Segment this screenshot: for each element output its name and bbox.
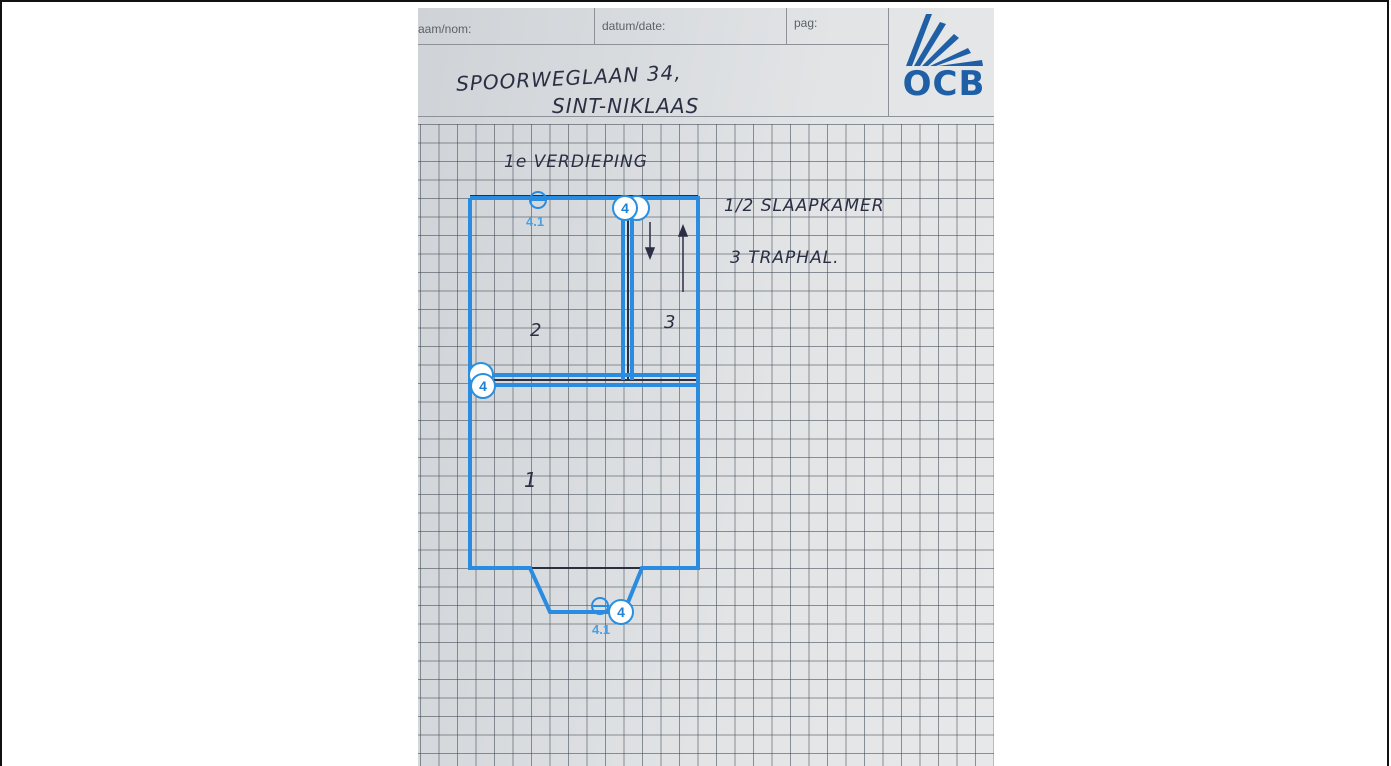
point-label-bottom: 4.1 — [592, 622, 611, 637]
paper-header: aam/nom: datum/date: pag: OCB — [418, 8, 994, 120]
header-divider — [418, 116, 994, 117]
header-divider — [888, 8, 889, 116]
page-label: pag: — [794, 16, 818, 30]
floor-outline — [468, 196, 700, 614]
marker-badge-left[interactable]: 4 — [470, 373, 496, 399]
legend-line-1: 1/2 SLAAPKAMER — [724, 196, 885, 216]
room-label-3: 3 — [664, 312, 677, 333]
room-label-2: 2 — [530, 320, 543, 341]
grid-area — [418, 124, 994, 766]
date-label: datum/date: — [602, 19, 666, 33]
header-divider — [594, 8, 595, 44]
room-label-1: 1 — [524, 468, 538, 492]
name-label: aam/nom: — [418, 22, 472, 36]
grid-paper-photo: aam/nom: datum/date: pag: OCB SPOORWEGLA… — [418, 8, 994, 766]
marker-badge-top[interactable]: 4 — [612, 195, 638, 221]
floor-title: 1e VERDIEPING — [504, 152, 648, 172]
header-divider — [418, 44, 888, 45]
point-label-top: 4.1 — [526, 214, 545, 229]
ocb-logo: OCB — [896, 10, 992, 110]
ocb-logo-icon — [906, 14, 983, 66]
header-divider — [786, 8, 787, 44]
ocb-logo-text: OCB — [902, 64, 986, 104]
floorplan-outline — [468, 191, 700, 615]
address-line-2: SINT-NIKLAAS — [552, 94, 700, 118]
marker-badge-bottom[interactable]: 4 — [608, 599, 634, 625]
legend-line-2: 3 TRAPHAL. — [730, 248, 840, 268]
